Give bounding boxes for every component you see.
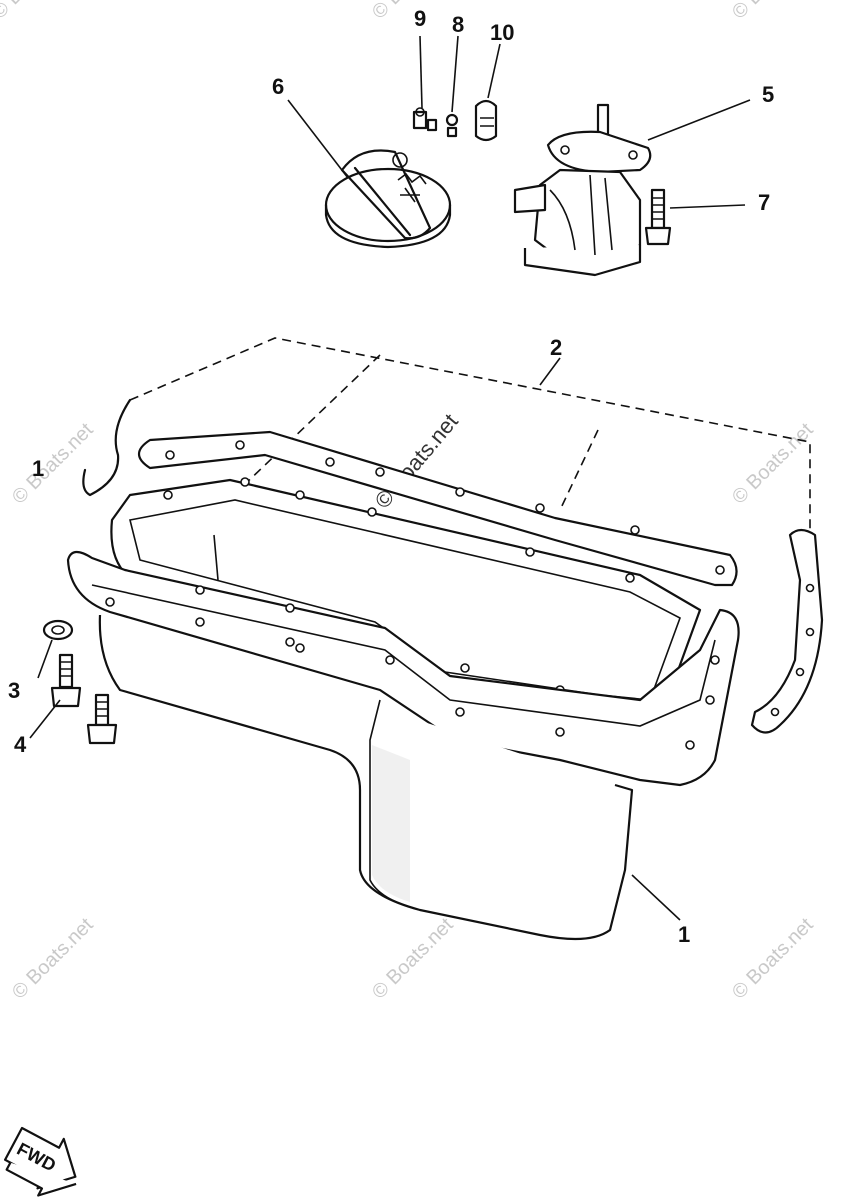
callout-9: 9 <box>414 6 426 31</box>
callout-1-top: 1 <box>32 456 44 481</box>
watermark: © Boats.net <box>8 419 98 509</box>
watermark: © Boats.net <box>728 914 818 1004</box>
oil-filler-cap-part <box>324 149 452 249</box>
gasket-group-outline <box>82 337 811 576</box>
watermark: © Boats.net <box>728 419 818 509</box>
callout-1-bottom: 1 <box>678 922 690 947</box>
callout-2: 2 <box>550 335 562 360</box>
callouts: 1 2 3 4 5 6 7 8 9 10 1 <box>8 6 774 947</box>
oil-pan-part <box>66 550 740 941</box>
end-gasket-right <box>750 528 824 734</box>
forward-arrow-icon: FWD <box>3 1126 77 1197</box>
callout-7: 7 <box>758 190 770 215</box>
watermark: © Boats.net <box>0 0 78 24</box>
watermark: © Boats.net <box>728 0 818 24</box>
bolt-part-4 <box>50 653 82 708</box>
oil-pickup-housing-part <box>513 103 652 277</box>
callout-6: 6 <box>272 74 284 99</box>
callout-5: 5 <box>762 82 774 107</box>
leader-lines <box>29 35 751 739</box>
callout-4: 4 <box>14 732 27 757</box>
bolt-part-7 <box>644 188 672 246</box>
washer-part-3 <box>42 619 74 641</box>
callout-10: 10 <box>490 20 514 45</box>
bolt-part-4b <box>86 693 118 745</box>
watermark: © Boats.net <box>368 0 458 24</box>
callout-3: 3 <box>8 678 20 703</box>
watermark: © Boats.net <box>368 914 458 1004</box>
small-fittings <box>412 99 498 142</box>
side-gasket-top <box>137 430 738 587</box>
callout-8: 8 <box>452 12 464 37</box>
watermark: © Boats.net <box>8 914 98 1004</box>
